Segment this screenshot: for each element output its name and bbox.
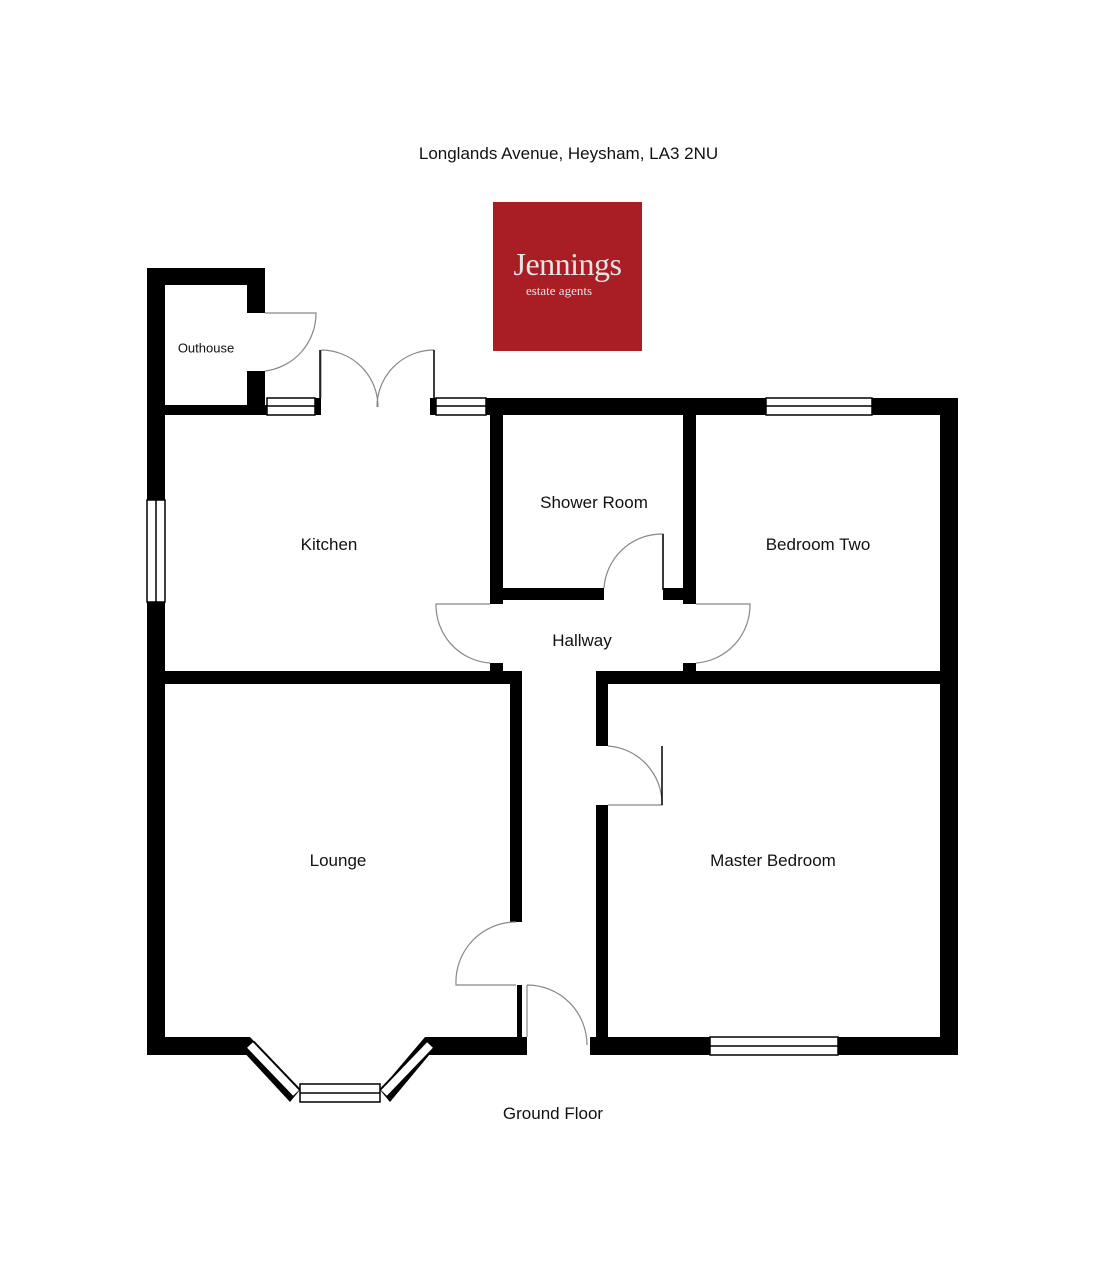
windows xyxy=(146,397,873,1103)
property-address: Longlands Avenue, Heysham, LA3 2NU xyxy=(418,144,719,163)
room-label-outhouse: Outhouse xyxy=(177,340,235,356)
walls xyxy=(147,268,958,1102)
door-jambs xyxy=(319,350,664,805)
room-label-shower-room: Shower Room xyxy=(540,493,648,512)
logo-tagline: estate agents xyxy=(525,283,593,298)
room-label-lounge: Lounge xyxy=(309,851,367,870)
room-label-master-bedroom: Master Bedroom xyxy=(710,851,836,870)
room-label-hallway: Hallway xyxy=(552,631,612,650)
door-swings xyxy=(264,312,751,1046)
logo-name: Jennings xyxy=(513,246,623,282)
room-label-kitchen: Kitchen xyxy=(300,535,358,554)
room-label-bedroom-two: Bedroom Two xyxy=(765,535,871,554)
agent-logo: Jennings estate agents xyxy=(493,202,642,351)
floor-label: Ground Floor xyxy=(502,1104,604,1123)
